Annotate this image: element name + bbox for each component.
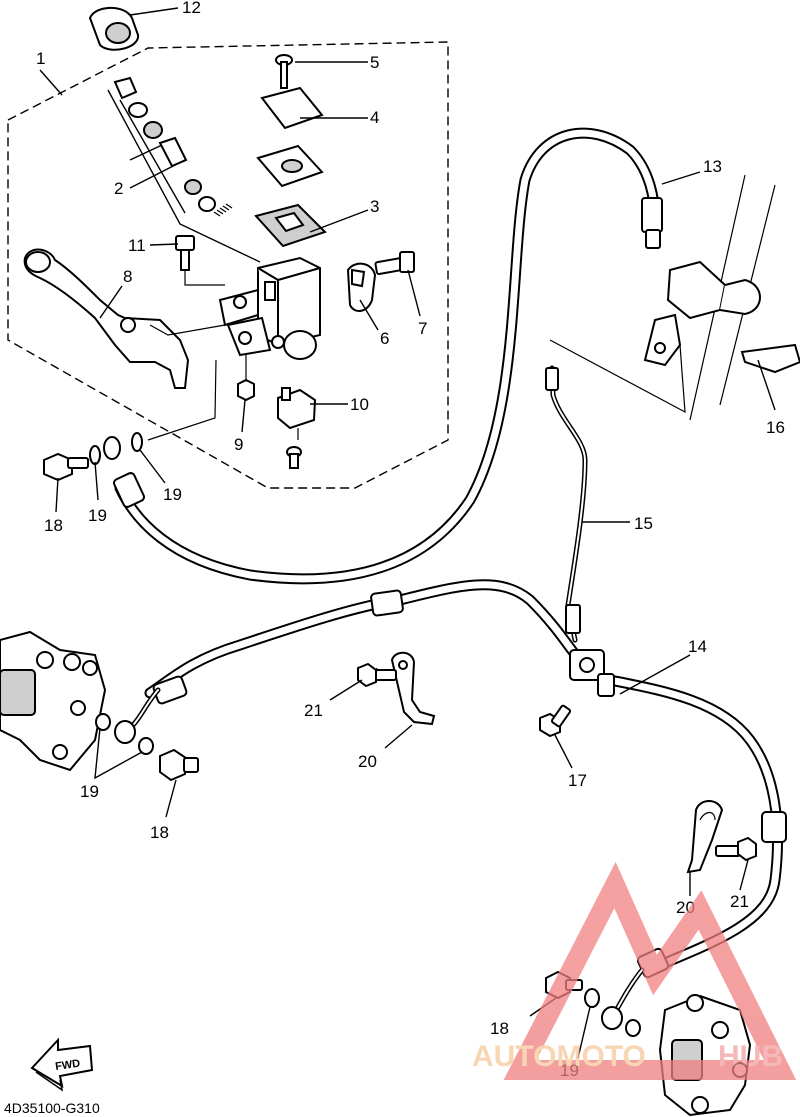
callout-15: 15: [634, 514, 653, 533]
union-bolt-lower-left: [95, 713, 199, 782]
assembly-boundary: [7, 41, 449, 489]
watermark-text-part1: AUTOMOTO: [472, 1040, 646, 1073]
callout-2: 2: [114, 179, 123, 198]
diagram-code: 4D35100-G310: [4, 1100, 100, 1116]
cover-screw: [275, 54, 293, 89]
callout-6: 6: [380, 329, 389, 348]
callout-7: 7: [418, 319, 427, 338]
brake-pipe: [545, 365, 588, 643]
brake-hose-left: [125, 579, 586, 733]
hose-bracket-right: [686, 800, 757, 874]
bolt-leader-path: [184, 270, 225, 286]
callout-16: 16: [766, 418, 785, 437]
pivot-bolt: [175, 235, 195, 271]
callout-17: 17: [568, 771, 587, 790]
callout-21-right: 21: [730, 892, 749, 911]
master-cylinder-body: [218, 256, 321, 360]
holder-bolt: [374, 251, 415, 276]
callout-leaders: [39, 7, 776, 1059]
hose-bracket-middle: [357, 651, 436, 726]
callout-5: 5: [370, 53, 379, 72]
handlebar-bracket: [549, 174, 800, 421]
brake-switch: [277, 387, 317, 469]
brake-hose-upper: [113, 127, 663, 585]
callout-9: 9: [234, 435, 243, 454]
callout-10: 10: [350, 395, 369, 414]
diaphragm: [254, 203, 327, 248]
callout-21-middle: 21: [304, 701, 323, 720]
boot-part: [88, 6, 139, 51]
callout-18-lower-right: 18: [490, 1019, 509, 1038]
callout-19-upper-a: 19: [88, 506, 107, 525]
callout-18-upper: 18: [44, 516, 63, 535]
callout-labels: 12 1 5 4 3 2 11 8 6 7 10 9 13 16 18 19 1…: [36, 0, 785, 1080]
callout-19-lower-left: 19: [80, 782, 99, 801]
callout-12: 12: [182, 0, 201, 17]
callout-13: 13: [703, 157, 722, 176]
fwd-arrow: FWD: [30, 1037, 94, 1092]
callout-18-lower-left: 18: [150, 823, 169, 842]
brake-hose-joint: [569, 649, 615, 697]
callout-8: 8: [123, 267, 132, 286]
joint-bolt: [539, 704, 572, 738]
callout-14: 14: [688, 637, 707, 656]
fwd-label: FWD: [54, 1058, 81, 1073]
watermark-text-part2: HUB: [718, 1040, 783, 1073]
reservoir-cover: [260, 86, 324, 130]
lever-leader: [149, 324, 226, 336]
union-bolt-upper: [43, 432, 143, 482]
callout-1: 1: [36, 49, 45, 68]
callout-20-middle: 20: [358, 752, 377, 771]
watermark-logo: AUTOMOTO HUB: [472, 861, 797, 1080]
watermark-triangle: [503, 861, 797, 1080]
master-cylinder-holder: [346, 262, 377, 312]
callout-11: 11: [128, 236, 146, 255]
callout-3: 3: [370, 197, 379, 216]
brake-lever: [23, 248, 190, 389]
piston-kit-parts: [107, 76, 261, 263]
union-leader-upper: [147, 359, 217, 441]
callout-4: 4: [370, 108, 379, 127]
caliper-left: [0, 630, 107, 772]
callout-19-upper-b: 19: [163, 485, 182, 504]
switch-nut: [237, 378, 255, 402]
